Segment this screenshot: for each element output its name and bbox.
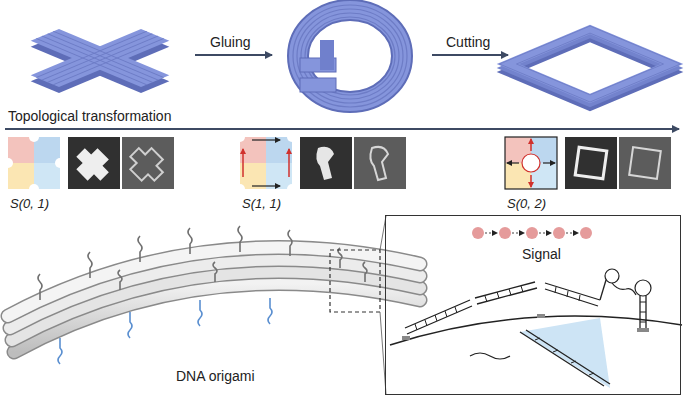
figure-label: Cutting [446,34,490,50]
staple-strands [38,226,367,300]
figure-label: Gluing [210,34,250,50]
afm-image [619,137,671,189]
afm-image [300,137,352,189]
afm-image [122,137,174,189]
origami-bundle [8,248,420,352]
topology-icon [235,132,297,194]
zoom-region [330,250,380,312]
inset-label: Signal [522,246,561,262]
afm-image [565,137,617,189]
signal-cascade [390,227,682,388]
afm-image [68,137,120,189]
figure-label: Topological transformation [8,108,171,124]
topology-icon [3,132,65,194]
figure-label: S(1, 1) [242,196,281,211]
topology-icon [505,137,557,189]
frame-origami [499,26,680,106]
step-arrow [195,54,272,56]
step-arrow [432,54,508,56]
figure-label: S(0, 2) [507,196,546,211]
cross-origami [0,12,210,111]
figure-label: DNA origami [176,368,255,384]
ring-origami [293,5,407,107]
inset-panel: Signal [385,215,681,395]
anchor-strands [58,298,272,364]
timeline-arrow [5,128,679,130]
afm-image [354,137,406,189]
figure-label: S(0, 1) [10,196,49,211]
